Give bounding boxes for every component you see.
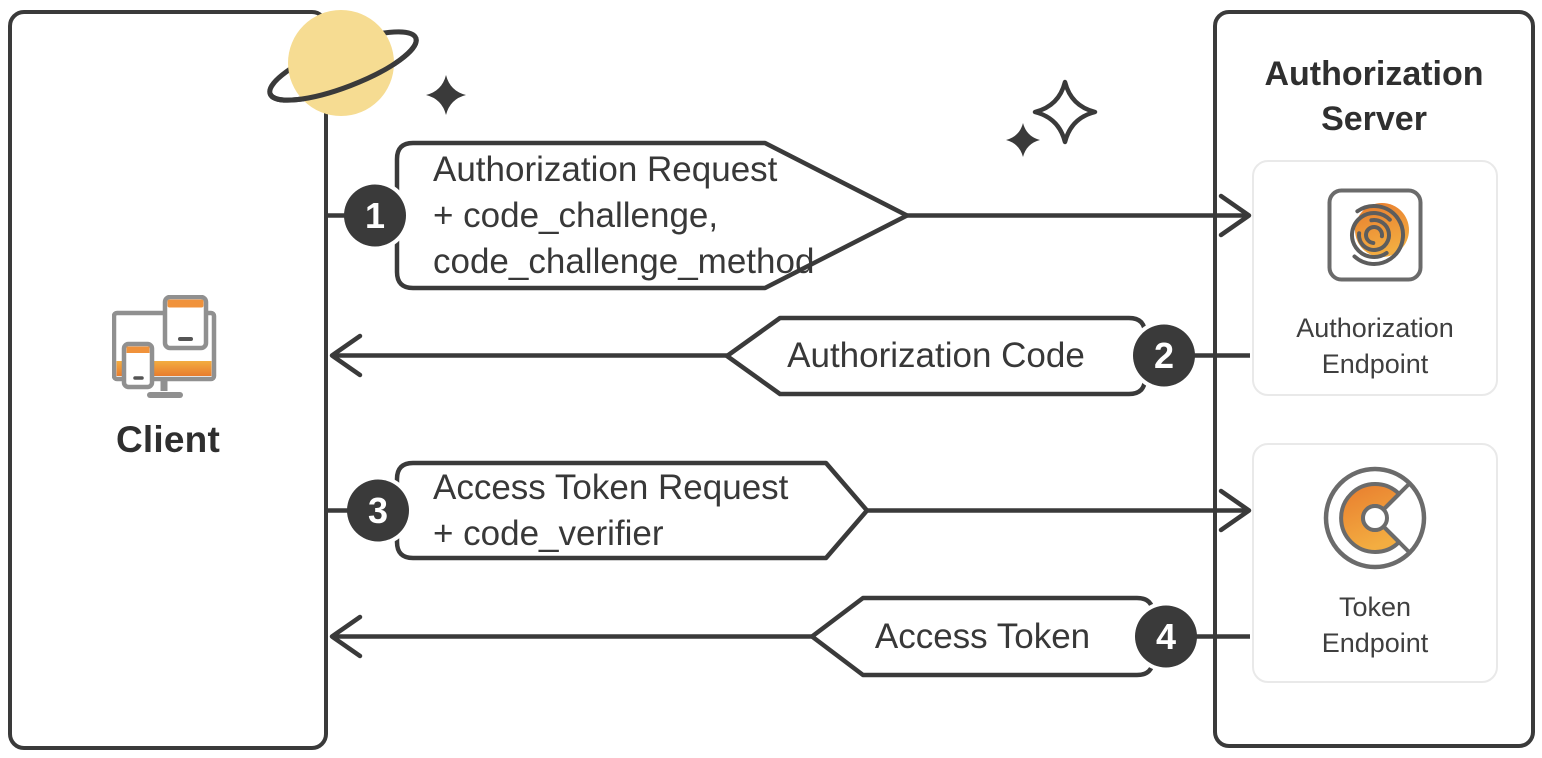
svg-text:2: 2 <box>1154 335 1174 376</box>
token-endpoint-label: Token Endpoint <box>1322 589 1429 661</box>
flow-label-line: Authorization Code <box>787 336 1085 375</box>
flow-1-label: Authorization Request + code_challenge, … <box>397 143 907 288</box>
flow-4-arrow <box>329 614 818 659</box>
svg-text:1: 1 <box>365 195 385 236</box>
endpoint-label-line: Endpoint <box>1321 349 1429 379</box>
flow-label-line: + code_challenge, <box>433 195 719 235</box>
sparkle-icon <box>1006 123 1040 157</box>
flow-2-label: Authorization Code <box>727 318 1145 394</box>
token-icon <box>1323 466 1427 570</box>
server-title-line: Authorization <box>1264 55 1484 93</box>
endpoint-label-line: Endpoint <box>1321 628 1429 658</box>
server-title-line: Server <box>1321 100 1427 138</box>
authorization-endpoint-label: Authorization Endpoint <box>1296 310 1454 382</box>
flow-4-label: Access Token <box>812 598 1153 675</box>
flow-3-arrow <box>864 488 1252 533</box>
svg-text:4: 4 <box>1156 616 1176 657</box>
flow-2-arrow <box>329 333 733 378</box>
flow-1-arrow <box>904 193 1252 238</box>
client-label: Client <box>116 419 220 460</box>
sparkle-icon <box>426 75 466 115</box>
endpoint-label-line: Authorization <box>1296 313 1454 343</box>
flow-label-line: + code_verifier <box>433 513 664 553</box>
server-title: Authorization Server <box>1213 52 1535 142</box>
endpoint-label-line: Token <box>1338 592 1412 622</box>
token-endpoint-card: Token Endpoint <box>1252 443 1498 683</box>
flow-label-line: Access Token Request <box>433 467 789 507</box>
svg-text:3: 3 <box>368 490 388 531</box>
authorization-endpoint-card: Authorization Endpoint <box>1252 160 1498 396</box>
flow-3-label: Access Token Request + code_verifier <box>397 463 867 558</box>
fingerprint-icon <box>1327 188 1423 282</box>
sparkle-outline-icon <box>1032 79 1098 145</box>
flow-label-line: Authorization Request <box>433 149 778 189</box>
flow-label-line: Access Token <box>874 616 1091 656</box>
devices-icon <box>112 295 217 398</box>
flow-label-line: code_challenge_method <box>433 241 815 281</box>
